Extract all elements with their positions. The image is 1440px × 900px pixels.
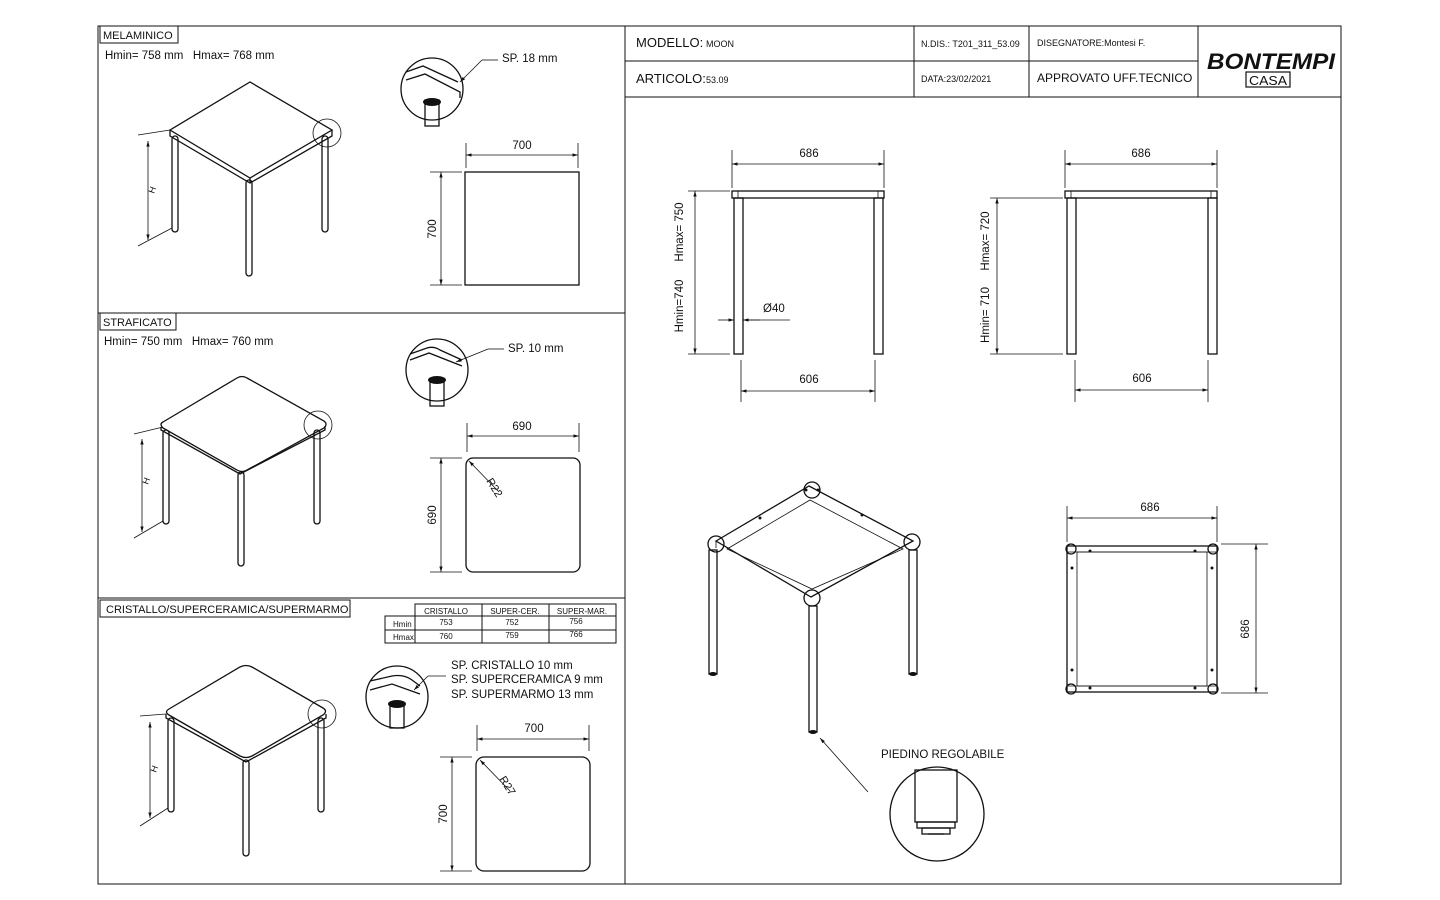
- section-2-heights: Hmin= 750 mm Hmax= 760 mm: [104, 336, 273, 348]
- frame-right-bottom-width: 606: [1132, 373, 1151, 385]
- modello-value: MOON: [706, 39, 734, 49]
- frame-left-hmax: Hmax= 750: [674, 202, 686, 261]
- plan-depth: 686: [1240, 619, 1252, 638]
- thickness-3-superceramica: SP. SUPERCERAMICA 9 mm: [451, 674, 603, 686]
- top-depth-1: 700: [427, 219, 439, 238]
- top-depth-3: 700: [438, 804, 450, 823]
- designer: DISEGNATORE:Montesi F.: [1037, 38, 1145, 48]
- logo-bottom: CASA: [1249, 73, 1287, 88]
- frame-iso-view: PIEDINO REGOLABILE: [707, 481, 1005, 862]
- section-straficato: STRAFICATO Hmin= 750 mm Hmax= 760 mm H S…: [99, 312, 581, 573]
- top-plan-2: 690 690 R22: [427, 421, 581, 573]
- frame-right-top-width: 686: [1131, 148, 1150, 160]
- plan-width: 686: [1140, 502, 1159, 514]
- logo-top: BONTEMPI: [1207, 49, 1336, 74]
- table-iso-view-1: H: [137, 81, 342, 277]
- articolo-value: 53.09: [706, 75, 729, 85]
- table-cell: 766: [569, 630, 583, 639]
- frame-left-hmin: Hmin=740: [674, 280, 686, 333]
- table-col-supermarmo: SUPER-MAR.: [557, 607, 607, 616]
- section-2-title: STRAFICATO: [103, 317, 172, 329]
- table-cell: 756: [569, 617, 583, 626]
- title-block: MODELLO: MOON ARTICOLO: 53.09 N.DIS.: T2…: [625, 26, 1341, 98]
- height-label-2: H: [140, 476, 152, 486]
- adjustable-foot-label: PIEDINO REGOLABILE: [881, 749, 1005, 761]
- radius-2: R22: [483, 476, 504, 499]
- thickness-1: SP. 18 mm: [502, 53, 557, 65]
- top-plan-3: 700 700 R27: [438, 723, 591, 872]
- height-label-3: H: [148, 764, 160, 774]
- leg-diameter: Ø40: [763, 303, 785, 315]
- table-col-superceramica: SUPER-CER.: [490, 607, 539, 616]
- section-melaminico: MELAMINICO Hmin= 758 mm Hmax= 768 mm H: [99, 25, 580, 286]
- edge-detail-3: SP. CRISTALLO 10 mm SP. SUPERCERAMICA 9 …: [365, 660, 603, 729]
- top-width-2: 690: [512, 421, 531, 433]
- bontempi-logo: BONTEMPI CASA: [1207, 49, 1336, 88]
- frame-right-hmin: Hmin= 710: [980, 287, 992, 343]
- thickness-3-supermarmo: SP. SUPERMARMO 13 mm: [451, 689, 593, 701]
- table-cell: 752: [505, 618, 519, 627]
- top-plan-1: 700 700: [427, 140, 580, 286]
- modello-label: MODELLO:: [636, 35, 703, 50]
- frame-left-bottom-width: 606: [799, 374, 818, 386]
- frame-front-view-left: 686 606 Hmax= 750 Hmin=740 Ø40: [674, 148, 885, 402]
- table-cell: 760: [439, 632, 453, 641]
- thickness-2: SP. 10 mm: [508, 343, 563, 355]
- height-label-1: H: [146, 185, 158, 195]
- top-width-3: 700: [524, 723, 543, 735]
- edge-detail-1: SP. 18 mm: [400, 53, 557, 127]
- section-1-title: MELAMINICO: [103, 30, 173, 42]
- frame-front-view-right: 686 606 Hmax= 720 Hmin= 710: [980, 148, 1218, 402]
- section-3-title: CRISTALLO/SUPERCERAMICA/SUPERMARMO: [106, 604, 349, 616]
- articolo-label: ARTICOLO:: [636, 71, 706, 86]
- frame-plan-view: 686 686: [1065, 502, 1268, 695]
- section-1-heights: Hmin= 758 mm Hmax= 768 mm: [105, 50, 274, 62]
- table-iso-view-3: H: [139, 664, 337, 857]
- approval: APPROVATO UFF.TECNICO: [1037, 71, 1192, 85]
- table-row-hmax-label: Hmax: [393, 633, 414, 642]
- top-depth-2: 690: [427, 505, 439, 524]
- thickness-3-cristallo: SP. CRISTALLO 10 mm: [451, 660, 573, 672]
- table-cell: 753: [439, 618, 453, 627]
- table-iso-view-2: H: [133, 375, 333, 567]
- table-col-cristallo: CRISTALLO: [424, 607, 468, 616]
- top-width-1: 700: [512, 140, 531, 152]
- sheet-border: [97, 25, 1342, 885]
- drawing-number: N.DIS.: T201_311_53.09: [921, 39, 1020, 49]
- section-cristallo: CRISTALLO/SUPERCERAMICA/SUPERMARMO CRIST…: [99, 599, 617, 872]
- edge-detail-2: SP. 10 mm: [405, 338, 563, 407]
- table-row-hmin-label: Hmin: [393, 620, 412, 629]
- frame-right-hmax: Hmax= 720: [980, 211, 992, 270]
- table-cell: 759: [505, 631, 519, 640]
- frame-left-top-width: 686: [799, 148, 818, 160]
- radius-3: R27: [496, 774, 517, 797]
- drawing-date: DATA:23/02/2021: [921, 74, 991, 84]
- height-table: CRISTALLO SUPER-CER. SUPER-MAR. Hmin Hma…: [384, 603, 617, 644]
